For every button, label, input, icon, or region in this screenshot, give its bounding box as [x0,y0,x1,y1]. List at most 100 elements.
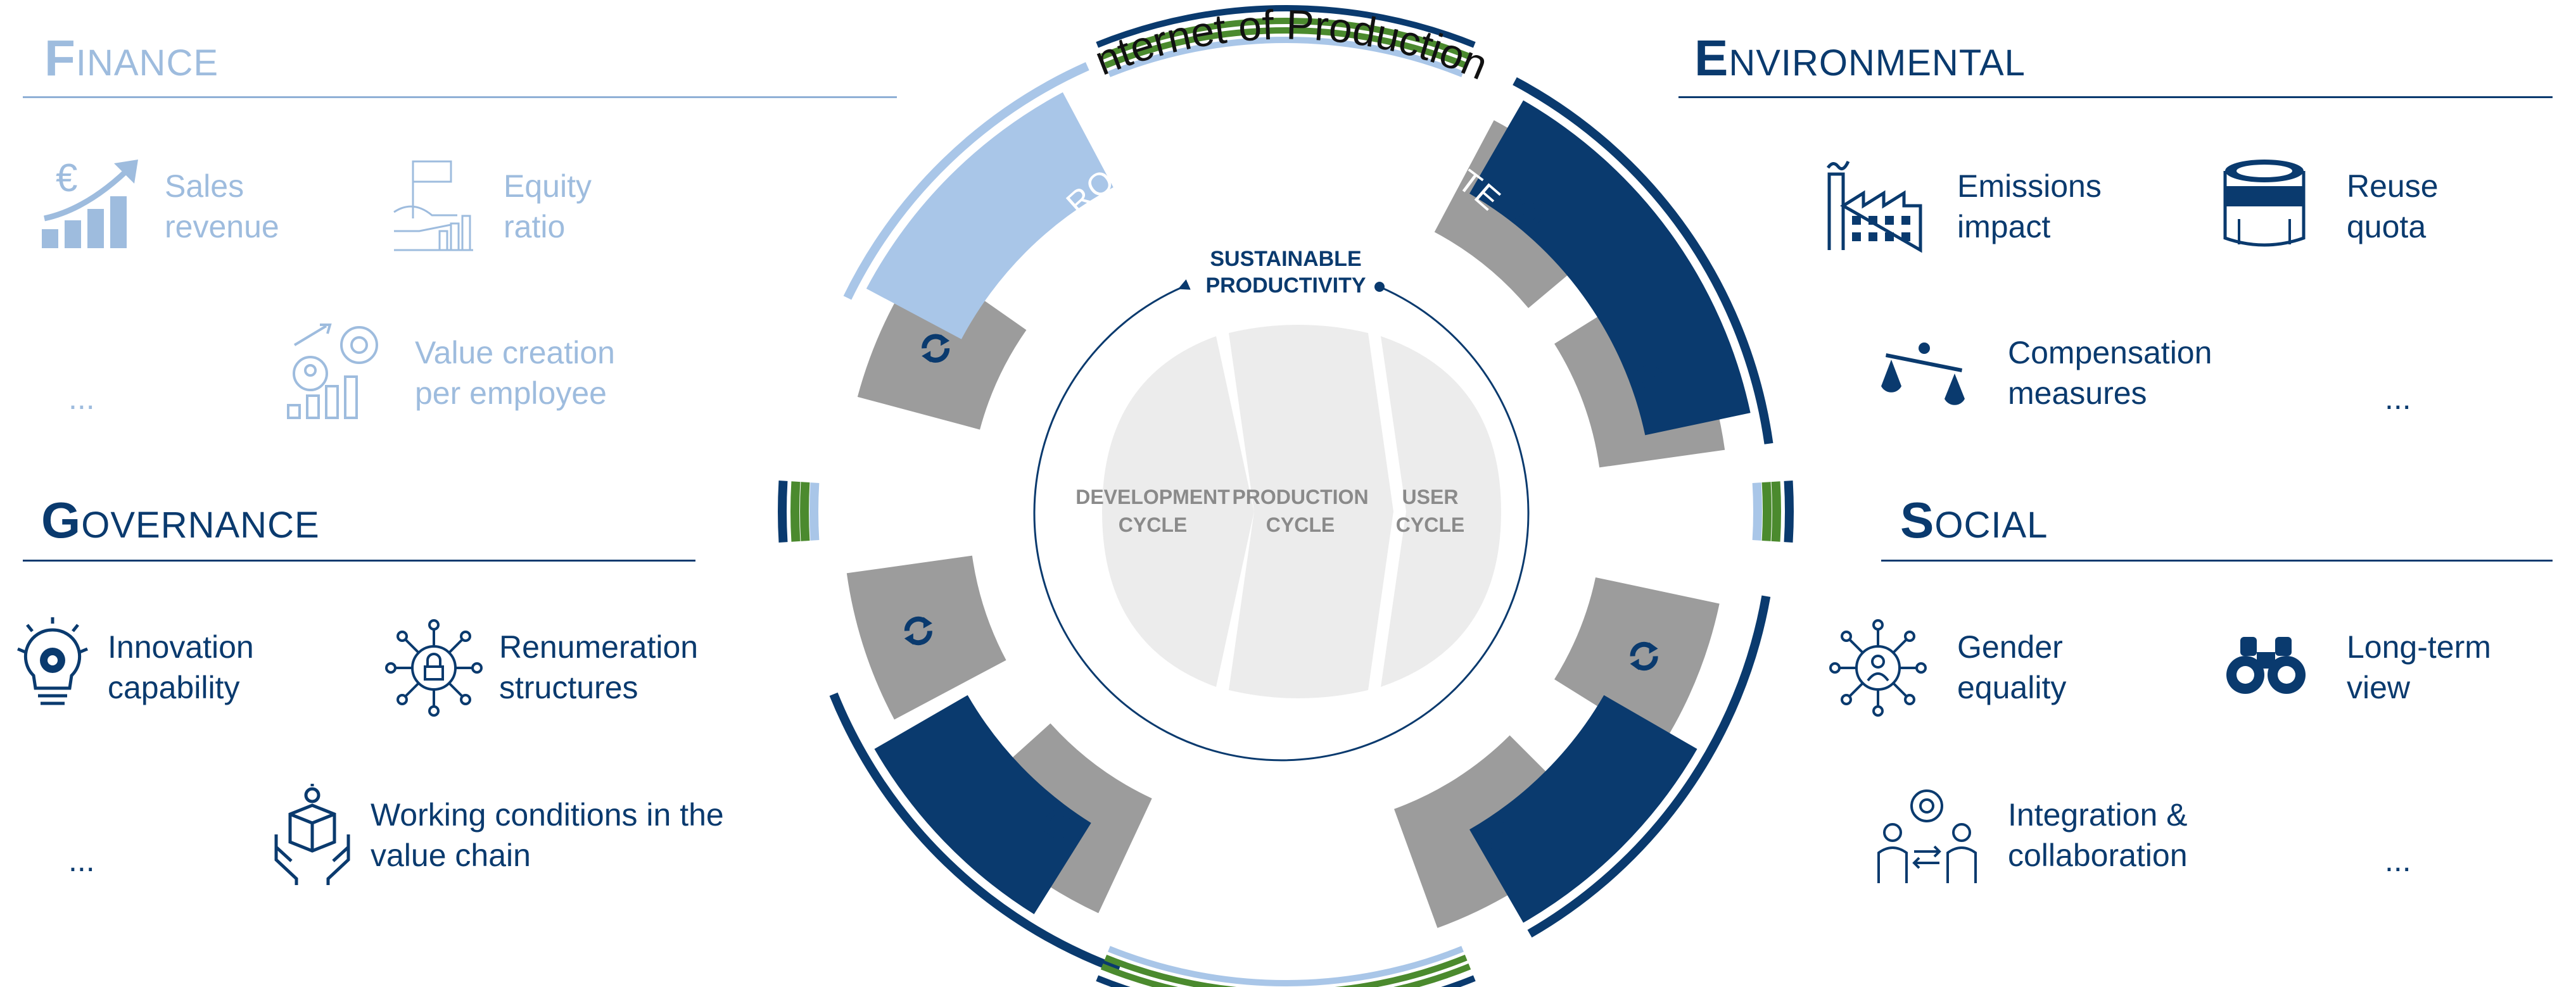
environmental-title-rest: NVIRONMENTAL [1729,42,2026,84]
item-line: Renumeration [499,629,699,665]
item-line: capability [108,670,240,705]
governance-item-renumeration: Renumeration structures [499,627,698,708]
value-creation-icon [287,324,378,419]
iop-band [1108,946,1464,986]
right-notch [1563,477,1767,546]
scale-icon [1881,343,1965,405]
item-line: impact [1957,209,2051,244]
iop-band [1752,482,1762,541]
iop-band [1096,5,1476,48]
social-title-cap: S [1900,492,1935,548]
environmental-item-compensation: Compensation measures [2008,332,2212,413]
refresh-icon [1044,809,1073,839]
item-line: Compensation [2008,335,2212,370]
item-line: Emissions [1957,168,2102,204]
item-line: Innovation [108,629,254,665]
refresh-icon [1635,365,1663,394]
item-line: Integration & [2008,797,2188,833]
arrow-tail-dot [1374,282,1385,292]
svg-text:€: € [56,158,77,200]
item-line: revenue [165,209,279,244]
social-item-gender: Gender equality [1957,627,2066,708]
binoculars-icon [2226,637,2306,694]
governance-wedge [874,695,1091,915]
item-line: Gender [1957,629,2063,665]
iop-band [1100,963,1471,987]
production-cycle-shape [1229,325,1393,698]
governance-title-rest: OVERNANCE [81,505,320,546]
environmental-item-emissions: Emissions impact [1957,166,2102,247]
item-line: ratio [504,209,566,244]
environmental-outer-arc [1513,77,1773,444]
box-hands-icon [274,784,350,885]
iop-band [809,482,820,541]
item-line: value chain [371,838,531,873]
network-person-icon [1829,619,1927,717]
refresh-icon [922,334,950,363]
governance-item-working-conditions: Working conditions in the value chain [371,795,724,876]
value-label: VALUE [1231,132,1340,171]
item-line: per employee [415,375,607,411]
factory-icon [1826,160,1922,253]
top-notch [1219,30,1353,236]
social-divider [1881,560,2553,562]
governance-divider [23,560,695,562]
iop-band [1104,955,1468,987]
user-cycle-shape [1381,336,1501,687]
finance-title-rest: INANCE [75,42,219,84]
social-title: SOCIAL [1900,495,2048,546]
finance-item-equity: Equity ratio [504,166,592,247]
finance-divider [23,96,897,98]
network-lock-icon [385,619,483,717]
finance-title: FINANCE [44,33,219,84]
refresh-icon [904,616,932,646]
value-label-path: VALUE [1231,132,1339,171]
item-line: quota [2347,209,2427,244]
finance-item-value-creation: Value creation per employee [415,332,615,413]
item-line: Long-term [2347,629,2491,665]
iop-band [800,482,810,541]
social-ellipsis: ... [2385,843,2411,878]
left-notch [804,477,1008,546]
item-line: structures [499,670,638,705]
lightbulb-gear-icon [17,617,88,705]
social-item-long-term: Long-term view [2347,627,2491,708]
cycle-user-2: CYCLE [1396,513,1464,536]
item-line: equality [1957,670,2067,705]
social-outer-arc [1527,595,1771,938]
social-wedge [1469,695,1697,923]
finance-outer-arc [843,62,1089,300]
environmental-title: ENVIRONMENTAL [1694,33,2026,84]
governance-outer-arc [829,692,1121,974]
development-cycle-shape [1102,336,1254,687]
governance-title: GOVERNANCE [41,495,320,546]
governance-item-innovation: Innovation capability [108,627,254,708]
sustainability-arrow [1033,279,1530,762]
item-line: Value creation [415,335,615,370]
item-line: Sales [165,168,244,204]
iop-band [1104,27,1468,68]
item-line: measures [2008,375,2147,411]
cycle-dev-2: CYCLE [1119,513,1187,536]
cycle-dev-1: DEVELOPMENT [1075,486,1230,508]
finance-ellipsis: ... [68,380,95,416]
refresh-icon [1630,641,1658,671]
governance-title-cap: G [41,492,82,548]
iop-band [790,481,801,542]
environmental-item-reuse: Reuse quota [2347,166,2439,247]
iop-circle-diagram: Internet of Production PRODUCT & SERVICE… [747,0,1794,987]
iop-title-path: Internet of Production [747,0,1495,89]
barrel-icon [2223,160,2306,247]
iop-band [1108,37,1464,77]
cycle-prod-2: CYCLE [1266,513,1335,536]
iop-band [1100,18,1471,60]
social-title-rest: OCIAL [1934,505,2048,546]
environmental-ellipsis: ... [2385,380,2411,416]
center-label-2: PRODUCTIVITY [1205,273,1366,298]
refresh-icon [1482,820,1511,850]
cycle-user-1: USER [1402,486,1459,508]
iop-title: Internet of Production [747,0,1495,89]
refresh-icon [1514,197,1543,226]
governance-ellipsis: ... [68,843,95,878]
euro-growth-icon: € [42,158,138,248]
